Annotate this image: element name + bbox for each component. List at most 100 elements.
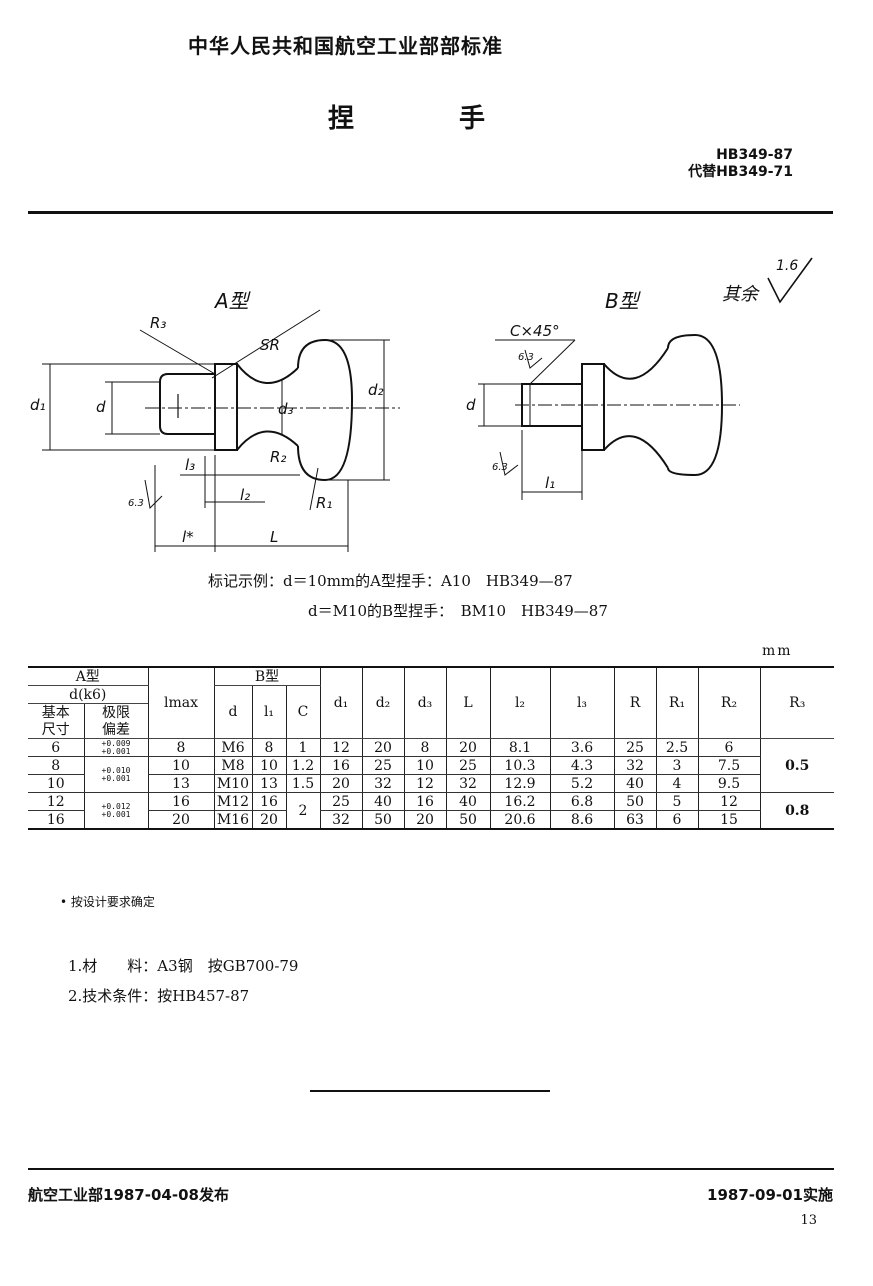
roughness-rest-value: 1.6 [776, 258, 798, 274]
dev-lower: +0.001 [101, 773, 131, 783]
dev-upper: +0.009 [101, 738, 131, 748]
cell-R1: 5 [655, 792, 698, 811]
cell-d: 8 [28, 756, 84, 775]
cell-L: 20 [445, 738, 490, 757]
l2-label: l₂ [240, 486, 250, 504]
type-a-labels: R₃ SR d₁ d d₃ d₂ R₂ R₁ l₃ l₂ l* L 6.3 [30, 314, 384, 546]
type-b-label: B型 [605, 289, 642, 313]
cell-d1: 25 [319, 792, 362, 811]
cell-d: 12 [28, 792, 84, 811]
cell-lmax: 13 [147, 774, 214, 793]
cell-l1: 8 [251, 738, 286, 757]
page-number: 13 [800, 1213, 817, 1228]
table-row: 6 +0.009+0.001 8 M6 8 1 12 20 8 20 8.1 3… [28, 738, 834, 793]
d3-label: d₃ [278, 400, 294, 418]
cell-deviation: +0.010+0.001 [83, 756, 148, 793]
header-dk6: d(k6) [28, 685, 148, 704]
cell-deviation: +0.009+0.001 [83, 738, 148, 757]
cell-l3: 4.3 [549, 756, 614, 775]
table-row: 8 +0.010+0.001 10 M8 10 1.2 16 25 10 25 … [28, 756, 834, 793]
cell-C: 2 [285, 792, 320, 830]
cell-d3: 8 [403, 738, 446, 757]
table-row: 12 +0.012+0.001 16 M12 16 2 25 40 16 40 … [28, 792, 834, 830]
header-b-l1: l₁ [251, 685, 286, 739]
cell-d2: 32 [361, 774, 404, 793]
cell-L: 50 [445, 810, 490, 830]
cell-l2: 12.9 [489, 774, 550, 793]
cell-R1: 3 [655, 756, 698, 775]
header-d2: d₂ [361, 666, 404, 739]
cell-d1: 32 [319, 810, 362, 830]
d-label: d [96, 398, 106, 416]
length-label: L [270, 528, 278, 546]
r1-label: R₁ [316, 494, 332, 512]
header-R: R [613, 666, 656, 739]
type-a-label: A型 [213, 289, 252, 313]
cell-C: 1.2 [285, 756, 320, 775]
type-b-dimensions [478, 339, 740, 500]
cell-R1: 6 [655, 810, 698, 830]
header-basic-size-2: 尺寸 [28, 721, 84, 739]
technical-drawing: A型 B型 其余 1.6 R₃ S [30, 257, 813, 552]
cell-R2: 9.5 [697, 774, 760, 793]
cell-R: 32 [613, 756, 656, 775]
chamfer-label: C×45° [510, 322, 560, 340]
cell-R2: 6 [697, 738, 760, 757]
b-l1-label: l₁ [545, 474, 555, 492]
cell-L: 32 [445, 774, 490, 793]
cell-R2: 7.5 [697, 756, 760, 775]
cell-d3: 12 [403, 774, 446, 793]
cell-l1: 10 [251, 756, 286, 775]
cell-l3: 6.8 [549, 792, 614, 811]
cell-R2: 12 [697, 792, 760, 811]
cell-d2: 50 [361, 810, 404, 830]
unit-label: mm [762, 643, 793, 659]
cell-bd: M8 [213, 756, 252, 775]
cell-d1: 16 [319, 756, 362, 775]
header-limit-dev-1: 极限 [83, 703, 148, 721]
cell-l1: 16 [251, 792, 286, 811]
r2-label: R₂ [270, 448, 286, 466]
cell-l3: 5.2 [549, 774, 614, 793]
cell-lmax: 16 [147, 792, 214, 811]
marking-example-a: 标记示例：d＝10mm的A型捏手：A10 HB349—87 [208, 572, 573, 590]
type-a-part [159, 338, 354, 482]
cell-L: 40 [445, 792, 490, 811]
cell-R3-group2: 0.8 [759, 792, 834, 830]
note-technical-conditions: 2.技术条件：按HB457-87 [68, 987, 250, 1005]
cell-bd: M10 [213, 774, 252, 793]
header-type-b: B型 [213, 666, 320, 686]
header-limit-dev-2: 偏差 [83, 721, 148, 739]
table-row: 16 20 M16 20 32 50 20 50 20.6 8.6 63 6 1… [28, 810, 834, 830]
standard-number: HB349-87 [716, 147, 793, 163]
cell-l2: 10.3 [489, 756, 550, 775]
cell-d1: 20 [319, 774, 362, 793]
header-rule [28, 211, 833, 214]
dimension-table: A型 lmax B型 d₁ d₂ d₃ L l₂ l₃ R R₁ R₂ R₃ d… [28, 666, 834, 830]
marking-example-b: d＝M10的B型捏手： BM10 HB349—87 [308, 602, 608, 620]
effective-date: 1987-09-01实施 [707, 1186, 833, 1204]
end-rule [310, 1090, 550, 1092]
cell-l2: 20.6 [489, 810, 550, 830]
cell-R3-group1: 0.5 [759, 738, 834, 793]
dev-lower: +0.001 [101, 746, 131, 756]
replaces-standard: 代替HB349-71 [688, 164, 793, 180]
standard-number-block: HB349-87 代替HB349-71 [688, 147, 793, 181]
cell-L: 25 [445, 756, 490, 775]
cell-R: 50 [613, 792, 656, 811]
cell-R: 40 [613, 774, 656, 793]
header-d3: d₃ [403, 666, 446, 739]
b-d-label: d [466, 396, 476, 414]
roughness-b2-label: 6.3 [492, 462, 508, 473]
cell-deviation: +0.012+0.001 [83, 792, 148, 830]
header-l2: l₂ [489, 666, 550, 739]
cell-bd: M6 [213, 738, 252, 757]
roughness-rest-label: 其余 [722, 284, 760, 305]
cell-bd: M16 [213, 810, 252, 830]
cell-l2: 16.2 [489, 792, 550, 811]
cell-R1: 2.5 [655, 738, 698, 757]
header-d1: d₁ [319, 666, 362, 739]
document-title: 捏 手 [328, 104, 534, 134]
roughness-b1-label: 6.3 [518, 352, 534, 363]
cell-d2: 25 [361, 756, 404, 775]
